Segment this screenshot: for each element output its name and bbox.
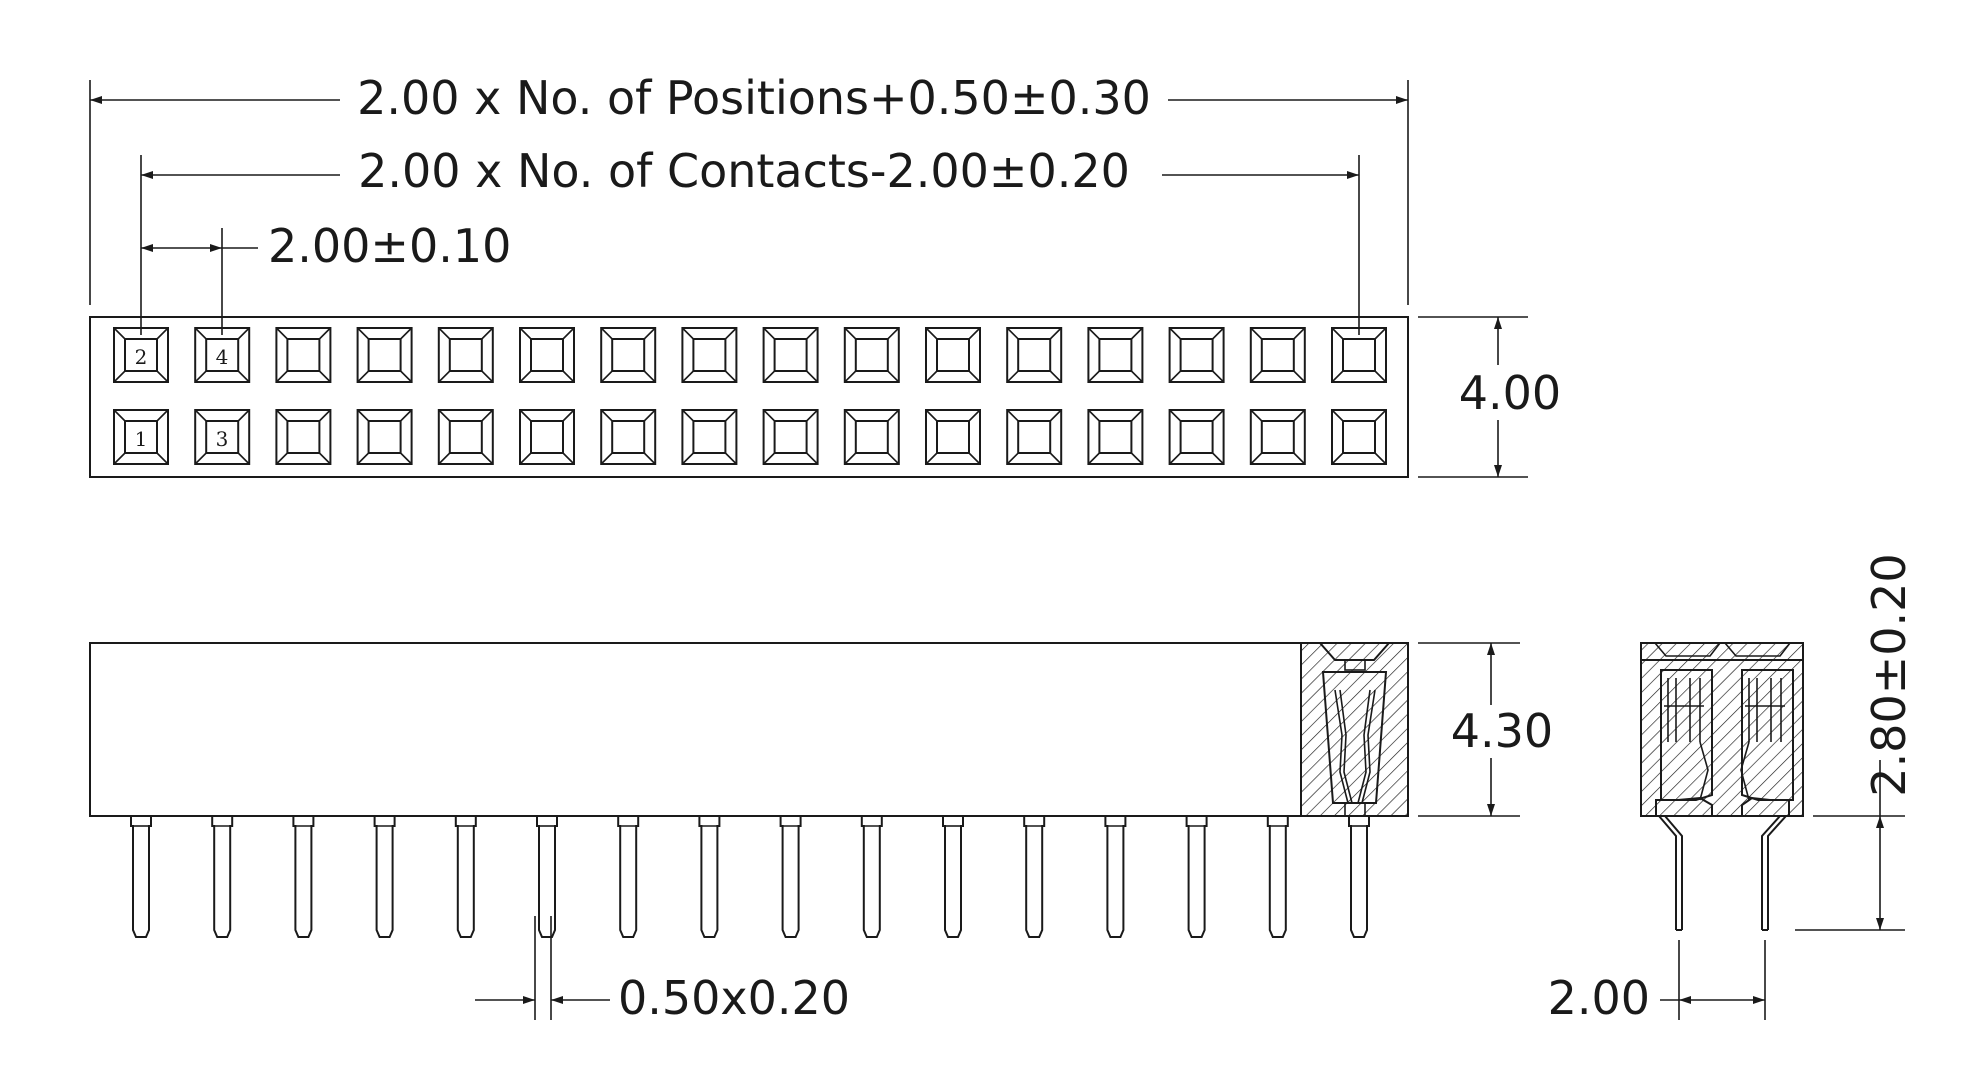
contact-cell — [275, 327, 332, 383]
pin-lead — [292, 816, 315, 938]
contact-cell — [925, 327, 981, 383]
pin-size-label: 0.50x0.20 — [618, 971, 850, 1025]
front-pins — [130, 816, 1370, 938]
pin-lead — [373, 816, 396, 938]
pin-lead — [1185, 816, 1208, 938]
contact-cell — [600, 327, 657, 383]
contact-cell — [1168, 409, 1225, 465]
contact-span-label: 2.00 x No. of Contacts-2.00±0.20 — [358, 144, 1130, 198]
pin-lead — [1104, 816, 1127, 938]
contact-cell — [925, 409, 981, 465]
pitch-label: 2.00±0.10 — [268, 219, 511, 273]
pin-lead — [617, 816, 640, 938]
pitch-dimension: 2.00±0.10 — [141, 219, 511, 273]
contact-cell — [275, 409, 332, 465]
contact-cell — [681, 327, 738, 383]
pin-lead — [454, 816, 477, 938]
contact-cell — [519, 327, 575, 383]
contact-cell — [1006, 327, 1063, 383]
contact-cell — [681, 409, 738, 465]
tail-length-dimension: 2.80±0.20 — [1795, 553, 1916, 931]
contact-cell — [1331, 327, 1387, 383]
contact-cell — [843, 327, 900, 383]
pin-lead — [130, 816, 152, 938]
contact-cell — [437, 409, 494, 465]
contact-cell — [519, 409, 575, 465]
overall-length-dimension: 2.00 x No. of Positions+0.50±0.30 — [90, 71, 1408, 125]
contact-cell — [194, 409, 251, 465]
contact-cell — [356, 327, 413, 383]
pin-lead — [211, 816, 234, 938]
contact-cell — [1087, 409, 1144, 465]
contact-cell — [843, 409, 900, 465]
top-view: 2.00 x No. of Positions+0.50±0.30 2.00 x… — [89, 71, 1561, 478]
contact-cell — [1087, 327, 1144, 383]
contact-cell — [1249, 327, 1306, 383]
row-pitch-label: 2.00 — [1548, 971, 1650, 1025]
contact-cell — [762, 327, 819, 383]
contact-cell — [113, 409, 169, 465]
contact-cell — [194, 327, 251, 383]
contact-cell — [437, 327, 494, 383]
pin-lead — [536, 816, 558, 938]
contact-cell — [1006, 409, 1063, 465]
contact-span-dimension: 2.00 x No. of Contacts-2.00±0.20 — [141, 144, 1359, 198]
pin-lead — [1023, 816, 1046, 938]
pin-label-2: 2 — [135, 345, 148, 369]
front-section-view — [1301, 642, 1408, 817]
pin-lead — [698, 816, 721, 938]
pin-size-dimension: 0.50x0.20 — [475, 916, 850, 1025]
housing-front-outline — [89, 642, 1409, 817]
pin-label-3: 3 — [216, 427, 229, 451]
pin-lead — [1266, 816, 1289, 938]
contact-cell — [1249, 409, 1306, 465]
pin-lead — [860, 816, 883, 938]
contact-cell — [1168, 327, 1225, 383]
pin-lead — [779, 816, 802, 938]
contact-cell — [113, 327, 169, 383]
pin-lead — [1348, 816, 1370, 938]
row-pitch-dimension: 2.00 — [1548, 940, 1766, 1025]
tail-length-label: 2.80±0.20 — [1862, 553, 1916, 796]
contact-cell — [762, 409, 819, 465]
contact-cell — [600, 409, 657, 465]
contact-cell — [1331, 409, 1387, 465]
pin-label-1: 1 — [135, 427, 148, 451]
housing-top-outline — [89, 316, 1409, 478]
overall-length-label: 2.00 x No. of Positions+0.50±0.30 — [357, 71, 1151, 125]
body-height-dimension: 4.30 — [1418, 642, 1553, 817]
contact-grid — [113, 327, 1387, 465]
body-height-label: 4.30 — [1451, 704, 1553, 758]
side-view: 2.80±0.20 2.00 — [1548, 553, 1916, 1025]
pin-lead — [942, 816, 964, 938]
width-label: 4.00 — [1459, 366, 1561, 420]
contact-cell — [356, 409, 413, 465]
front-view: 4.30 0.50x0.20 — [89, 642, 1553, 1025]
width-dimension: 4.00 — [1418, 316, 1561, 478]
pin-label-4: 4 — [216, 345, 229, 369]
